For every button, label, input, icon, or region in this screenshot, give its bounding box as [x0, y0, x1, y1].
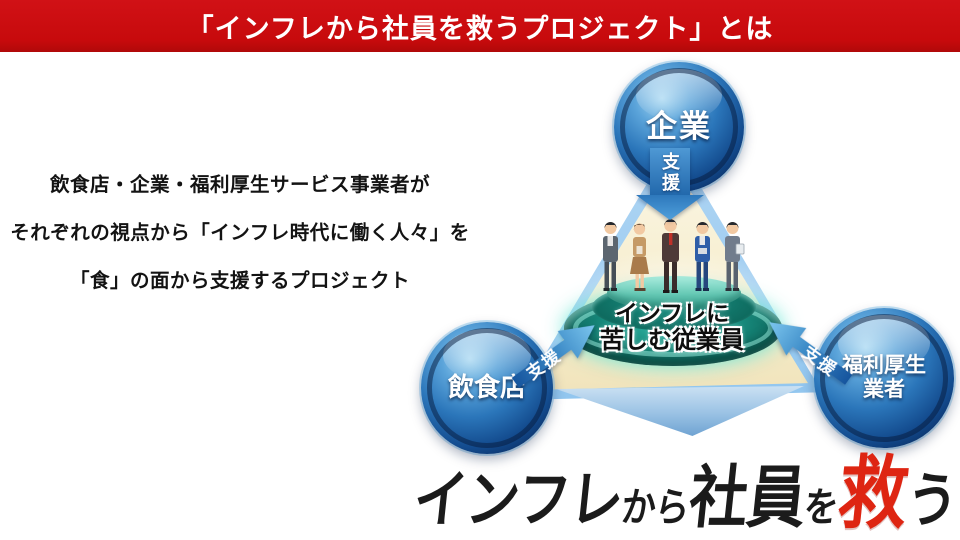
intro-line: それぞれの視点から「インフレ時代に働く人々」を: [10, 222, 470, 244]
intro-line: 「食」の面から支援するプロジェクト: [69, 270, 410, 292]
node-welfare-label-line2: 業者: [863, 378, 905, 401]
down-chevron-shape: [556, 386, 804, 436]
intro-text: 飲食店・企業・福利厚生サービス事業者が それぞれの視点から「インフレ時代に働く人…: [0, 161, 480, 305]
slogan-seg-highlight: 救: [834, 449, 913, 538]
title-banner: 「インフレから社員を救うプロジェクト」とは: [0, 0, 960, 52]
page-title: 「インフレから社員を救うプロジェクト」とは: [186, 13, 774, 44]
slogan-seg: インフレ: [410, 466, 627, 535]
slogan-seg: 社員: [686, 460, 810, 536]
employees-illustration: [603, 219, 745, 293]
center-label-line1: インフレに: [614, 300, 730, 326]
slogan-seg: を: [802, 486, 841, 530]
center-label: インフレに 苦しむ従業員: [556, 300, 788, 355]
slogan: インフレから社員を救う: [410, 449, 960, 538]
node-restaurant-sphere: 飲食店: [421, 322, 553, 454]
slogan-seg: う: [903, 467, 960, 534]
intro-line: 飲食店・企業・福利厚生サービス事業者が: [49, 174, 430, 196]
slogan-seg: から: [619, 486, 692, 530]
arrow-down-icon: [636, 195, 704, 220]
node-company-label: 企業: [646, 109, 712, 145]
node-welfare-label-line1: 福利厚生: [842, 353, 926, 377]
support-arrow-top-label: 支援: [660, 152, 680, 194]
support-arrow-top: 支援: [636, 148, 704, 220]
center-label-line2: 苦しむ従業員: [600, 327, 744, 355]
